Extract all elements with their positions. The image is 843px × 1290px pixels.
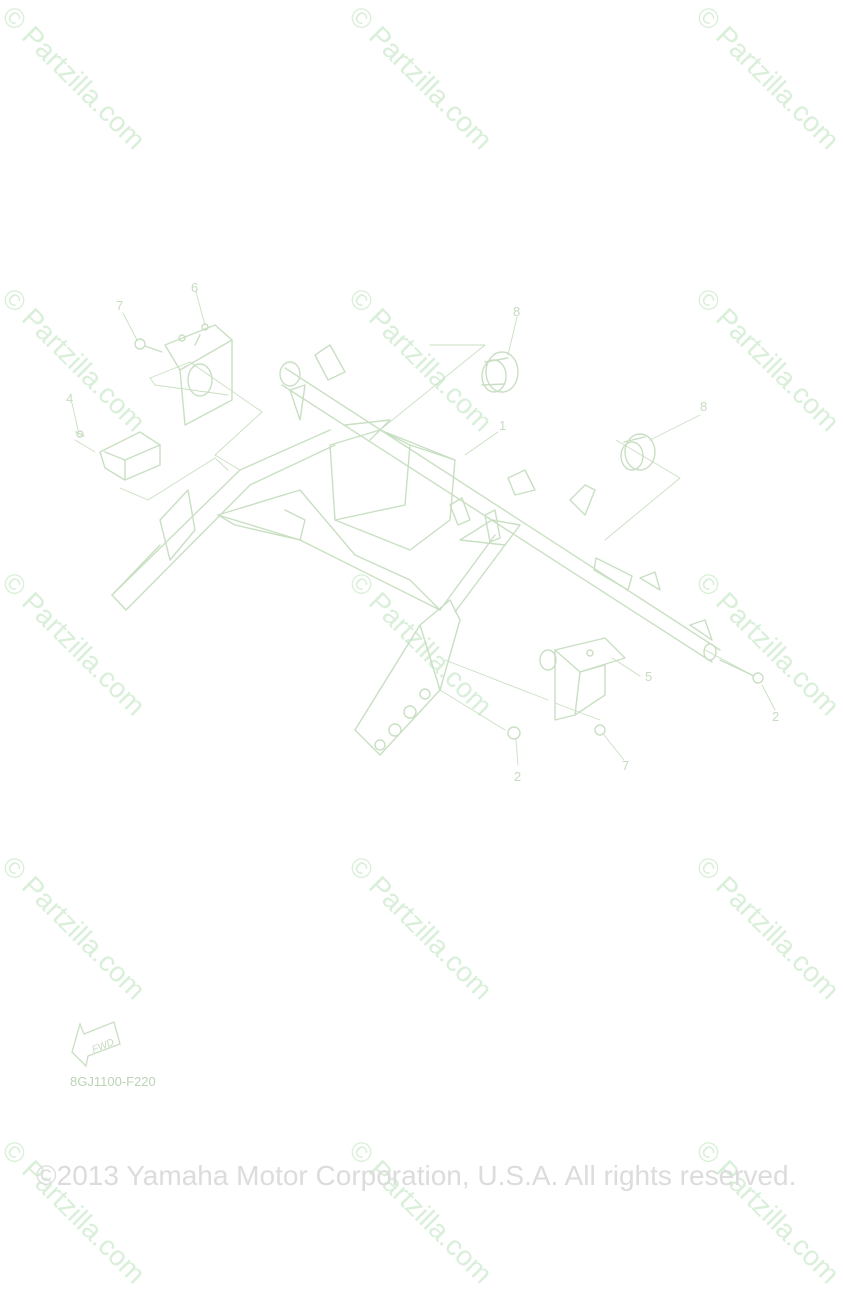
bolt-part-2-right (719, 659, 764, 684)
callout-8: 8 (700, 399, 707, 414)
leader-lines (71, 291, 776, 766)
callout-1: 1 (499, 418, 506, 433)
grommet-part-8-right (620, 433, 656, 471)
callout-labels: 6 7 8 8 1 4 5 2 2 7 (66, 280, 779, 784)
bracket-part-6 (164, 323, 233, 426)
callout-8: 8 (513, 304, 520, 319)
fwd-arrow-icon: FWD (71, 1021, 121, 1068)
grommet-part-8-upper (481, 351, 519, 393)
fwd-label: FWD (91, 1037, 116, 1056)
bolt-part-4-small (75, 430, 85, 438)
bolt-part-7-lower (594, 724, 606, 736)
copyright-notice: ©2013 Yamaha Motor Corporation, U.S.A. A… (36, 1160, 797, 1191)
main-frame-part-1 (111, 344, 721, 756)
bracket-part-5 (539, 637, 626, 721)
callout-7: 7 (116, 298, 123, 313)
bolt-part-2-lower (507, 726, 521, 740)
callout-5: 5 (645, 669, 652, 684)
callout-4: 4 (66, 391, 73, 406)
diagram-code: 8GJ1100-F220 (70, 1074, 156, 1089)
bracket-part-4 (99, 431, 161, 481)
callout-7: 7 (622, 758, 629, 773)
callout-2: 2 (514, 769, 521, 784)
callout-6: 6 (191, 280, 198, 295)
callout-2: 2 (772, 709, 779, 724)
frame-exploded-view: 6 7 8 8 1 4 5 2 2 7 FWD (66, 280, 779, 1068)
bolt-part-7-upper (134, 338, 163, 353)
